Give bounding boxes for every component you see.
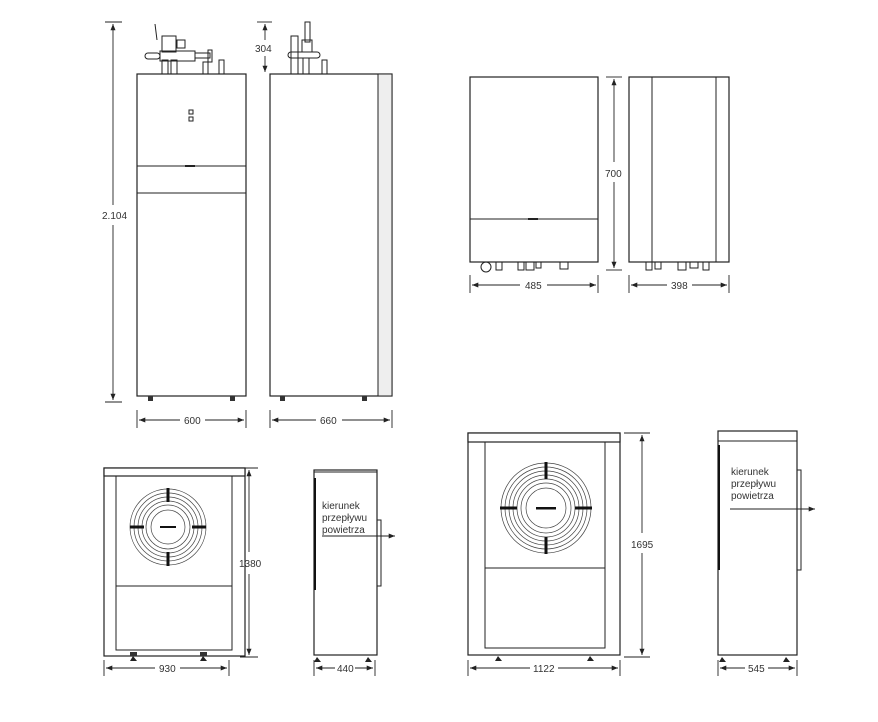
- dim-indoor-floor-height: 2.104: [102, 211, 127, 222]
- indoor-wall-unit-front: [469, 76, 599, 273]
- dim-indoor-wall-height: 700: [605, 169, 622, 180]
- dim-indoor-wall-width: 485: [525, 281, 542, 292]
- pipe-fittings: [144, 23, 225, 75]
- dim-indoor-floor-width: 600: [184, 416, 201, 427]
- outdoor-small-unit-front: [103, 467, 246, 661]
- airflow-label-line2: przepływu: [322, 513, 367, 524]
- dim-outdoor-small-depth: 440: [337, 664, 354, 675]
- airflow-label-line1: kierunek: [731, 467, 770, 478]
- indoor-wall-unit-side: [628, 76, 730, 271]
- airflow-label-line2: przepływu: [731, 479, 776, 490]
- airflow-label-line3: powietrza: [731, 491, 774, 502]
- dim-outdoor-small-height: 1380: [239, 559, 262, 570]
- dim-indoor-floor-top: 304: [255, 44, 272, 55]
- airflow-label-line1: kierunek: [322, 501, 361, 512]
- indoor-floor-unit-side: [269, 21, 393, 401]
- outdoor-large-unit-side: [717, 430, 802, 662]
- dim-outdoor-large-height: 1695: [631, 540, 654, 551]
- dim-outdoor-large-depth: 545: [748, 664, 765, 675]
- indoor-floor-unit-front: [136, 23, 247, 401]
- dim-indoor-floor-depth: 660: [320, 416, 337, 427]
- fan-grille: [129, 488, 207, 566]
- airflow-label-line3: powietrza: [322, 525, 365, 536]
- outdoor-large-unit-front: [467, 432, 621, 661]
- dim-outdoor-large-width: 1122: [533, 664, 555, 675]
- fan-grille: [500, 462, 592, 554]
- dim-indoor-wall-depth: 398: [671, 281, 688, 292]
- buderus-logo: [536, 507, 556, 510]
- dim-outdoor-small-width: 930: [159, 664, 176, 675]
- outdoor-small-unit-side: [313, 469, 382, 662]
- buderus-logo: [160, 526, 176, 528]
